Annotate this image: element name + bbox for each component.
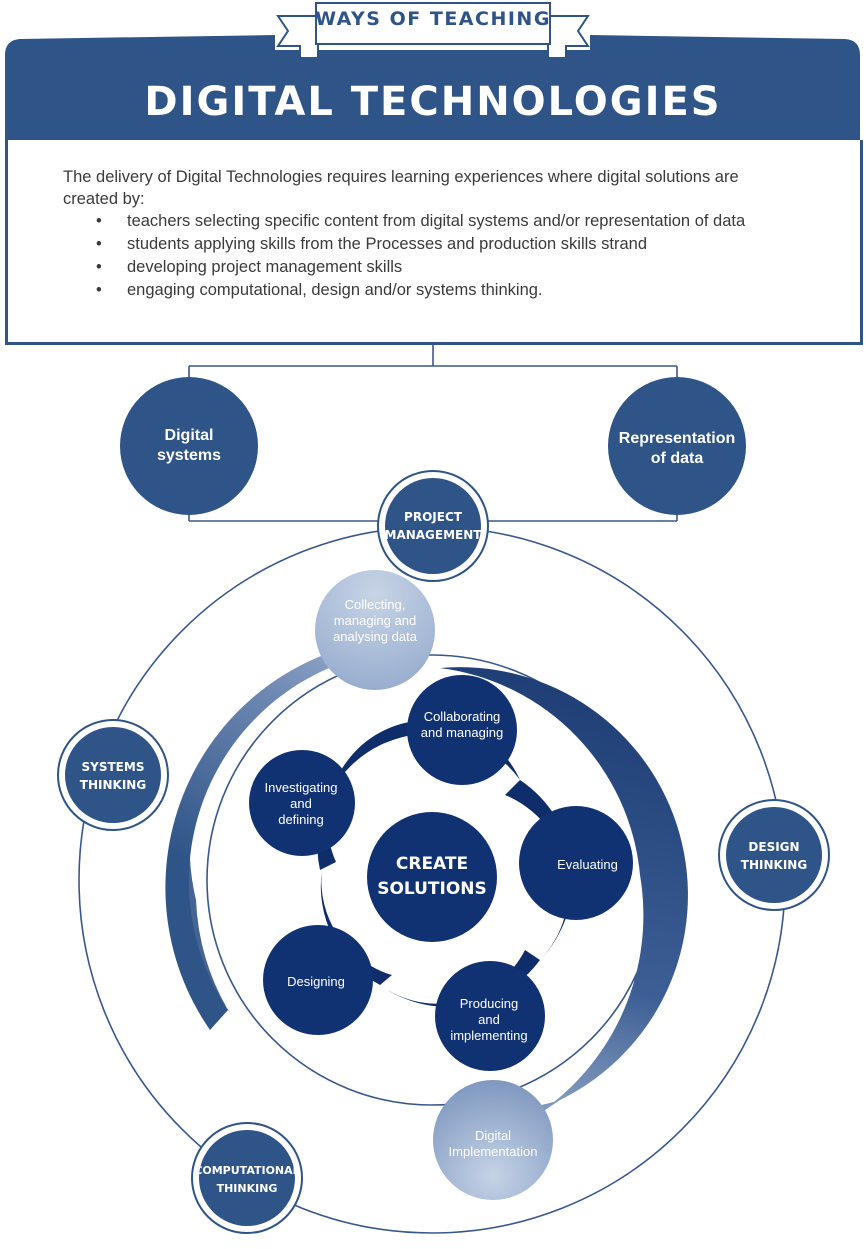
- list-item: students applying skills from the Proces…: [96, 233, 745, 256]
- digital-arc: [440, 667, 688, 1125]
- ribbon-banner: [276, 2, 590, 59]
- computational-thinking-badge: [191, 1122, 303, 1234]
- list-item: developing project management skills: [96, 256, 745, 279]
- create-solutions-circle: [367, 812, 497, 942]
- producing-circle: [435, 961, 545, 1071]
- designing-circle: [263, 925, 373, 1035]
- investigating-circle: [249, 750, 355, 856]
- design-thinking-badge: [718, 799, 830, 911]
- project-management-badge: [377, 470, 489, 582]
- list-item: teachers selecting specific content from…: [96, 210, 745, 233]
- intro-text: The delivery of Digital Technologies req…: [63, 168, 739, 208]
- digital-systems-circle: [120, 377, 258, 515]
- representation-of-data-circle: [608, 377, 746, 515]
- header-tab: [5, 35, 860, 140]
- ways-of-teaching-banner: WAYS OF TEACHING: [315, 8, 551, 30]
- intro-bullet-list: teachers selecting specific content from…: [96, 210, 745, 302]
- designing-label: Designing: [287, 974, 345, 989]
- evaluating-circle: [519, 806, 633, 920]
- list-item: engaging computational, design and/or sy…: [96, 279, 745, 302]
- digital-implementation-circle: [433, 1080, 553, 1200]
- collecting-arc: [165, 640, 400, 1030]
- page-title: DIGITAL TECHNOLOGIES: [144, 79, 722, 125]
- collaborating-circle: [407, 675, 517, 785]
- evaluating-label: Evaluating: [557, 857, 618, 872]
- systems-thinking-badge: [57, 719, 169, 831]
- collecting-circle: [315, 570, 435, 690]
